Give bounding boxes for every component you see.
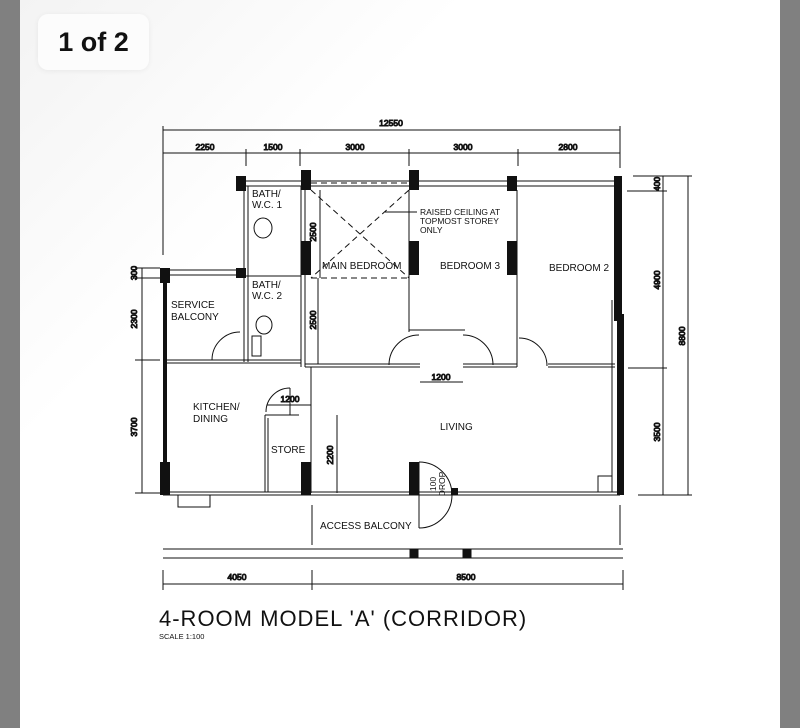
- label-bath2: BATH/: [252, 280, 281, 291]
- dim-total-width: 12550: [379, 118, 403, 128]
- dim-left-2: 2300: [129, 309, 139, 328]
- dim-right-total: 8800: [677, 326, 687, 345]
- label-bath1-wc: W.C. 1: [252, 200, 282, 211]
- top-dimensions: [162, 126, 621, 255]
- right-margin-bar: [780, 0, 800, 728]
- label-bath1: BATH/: [252, 189, 281, 200]
- dim-top-1: 2250: [196, 142, 215, 152]
- note-line-1: RAISED CEILING AT: [420, 207, 500, 217]
- label-kitchen: KITCHEN/: [193, 402, 240, 413]
- dim-top-3: 3000: [346, 142, 365, 152]
- dim-living-height: 2200: [325, 445, 335, 464]
- left-dimensions: [135, 267, 160, 494]
- dim-top-5: 2800: [559, 142, 578, 152]
- plan-scale: SCALE 1:100: [159, 632, 204, 641]
- walls: [163, 180, 620, 496]
- label-drop-value: 100: [428, 477, 438, 491]
- dim-top-4: 3000: [454, 142, 473, 152]
- note-line-3: ONLY: [420, 225, 443, 235]
- label-main-bedroom: MAIN BEDROOM: [322, 261, 401, 272]
- label-dining: DINING: [193, 414, 228, 425]
- label-store: STORE: [271, 445, 306, 456]
- dim-bottom-1: 4050: [228, 572, 247, 582]
- dim-left-1: 300: [129, 266, 139, 280]
- label-drop: DROP: [437, 471, 447, 496]
- label-bedroom-3: BEDROOM 3: [440, 261, 500, 272]
- dim-store-door: 1200: [281, 394, 300, 404]
- note-line-2: TOPMOST STOREY: [420, 216, 499, 226]
- bottom-dimensions: [162, 570, 624, 590]
- dim-door-width: 1200: [432, 372, 451, 382]
- door-swings: [211, 217, 548, 529]
- dim-mb-2: 2500: [308, 310, 318, 329]
- plan-title: 4-ROOM MODEL 'A' (CORRIDOR): [159, 606, 527, 631]
- dim-left-3: 3700: [129, 417, 139, 436]
- label-bedroom-2: BEDROOM 2: [549, 263, 609, 274]
- access-balcony-rail: [163, 494, 623, 559]
- right-dimensions: [627, 175, 692, 496]
- label-bath2-wc: W.C. 2: [252, 291, 282, 302]
- dim-right-2: 4900: [652, 270, 662, 289]
- label-service: SERVICE: [171, 300, 215, 311]
- page-indicator: 1 of 2: [38, 14, 149, 70]
- dim-mb-1: 2500: [308, 222, 318, 241]
- raised-ceiling-outline: [310, 182, 410, 279]
- label-service-balcony: BALCONY: [171, 312, 219, 323]
- label-access-balcony: ACCESS BALCONY: [320, 521, 412, 532]
- dim-right-1: 400: [652, 177, 662, 191]
- dim-right-3: 3500: [652, 422, 662, 441]
- dim-bottom-2: 8500: [457, 572, 476, 582]
- dim-top-2: 1500: [264, 142, 283, 152]
- label-living: LIVING: [440, 422, 473, 433]
- left-margin-bar: [0, 0, 20, 728]
- columns: [160, 170, 624, 495]
